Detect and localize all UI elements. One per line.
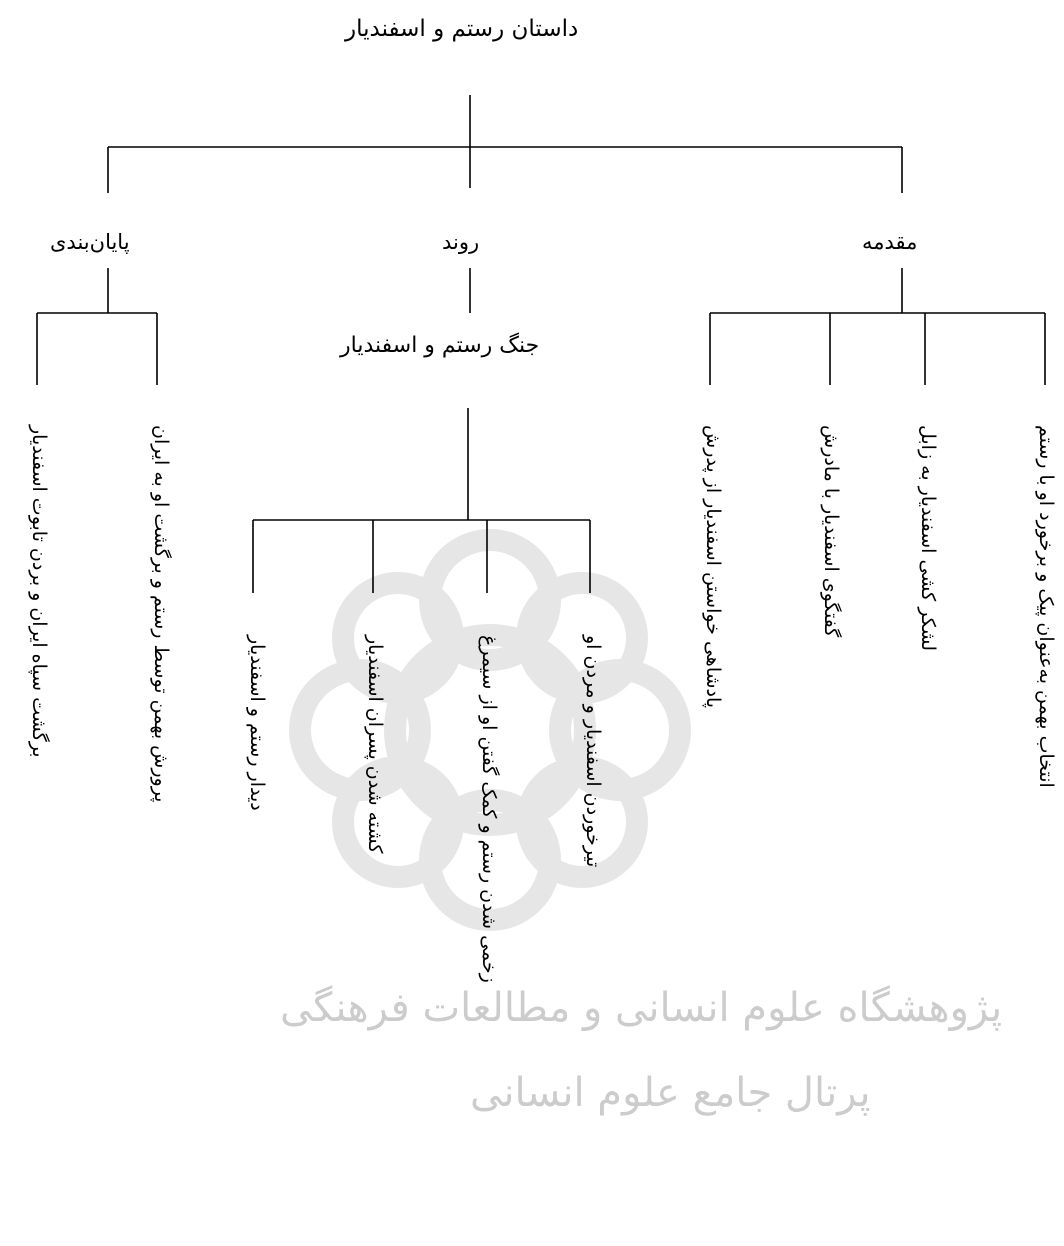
middle-child-4: دیدار رستم و اسفندیار bbox=[246, 635, 268, 811]
right-child-2: لشکر کشی اسفندیار به زابل bbox=[917, 425, 939, 652]
middle-child-3: کشته شدن پسران اسفندیار bbox=[364, 635, 386, 854]
right-child-1: انتخاب بهمن به‌عنوان پیک و برخورد او با … bbox=[1035, 425, 1057, 788]
middle-sub-label: جنگ رستم و اسفندیار bbox=[340, 333, 540, 358]
right-child-3: گفتگوی اسفندیار با مادرش bbox=[820, 425, 842, 638]
left-child-1: پرورش بهمن توسط رستم و برگشت او به ایران bbox=[150, 425, 172, 803]
middle-child-2: زخمی شدن رستم و کمک گفتن او از سیمرغ bbox=[478, 635, 500, 983]
root-title: داستان رستم و اسفندیار bbox=[345, 16, 579, 42]
watermark-text-1: پژوهشگاه علوم انسانی و مطالعات فرهنگی bbox=[280, 985, 1003, 1031]
section-right-label: مقدمه bbox=[862, 230, 918, 254]
section-left-label: پایان‌بندی bbox=[50, 230, 130, 254]
watermark-text-2: پرتال جامع علوم انسانی bbox=[470, 1070, 871, 1116]
watermark-rosette bbox=[289, 529, 691, 931]
left-child-2: برگشت سپاه ایران و بردن تابوت اسفندیار bbox=[28, 425, 50, 758]
right-child-4: پادشاهی خواستن اسفندیار از پدرش bbox=[702, 425, 724, 709]
section-middle-label: روند bbox=[442, 230, 480, 254]
middle-child-1: تیرخوردن اسفندیار و مردن او bbox=[582, 635, 604, 868]
